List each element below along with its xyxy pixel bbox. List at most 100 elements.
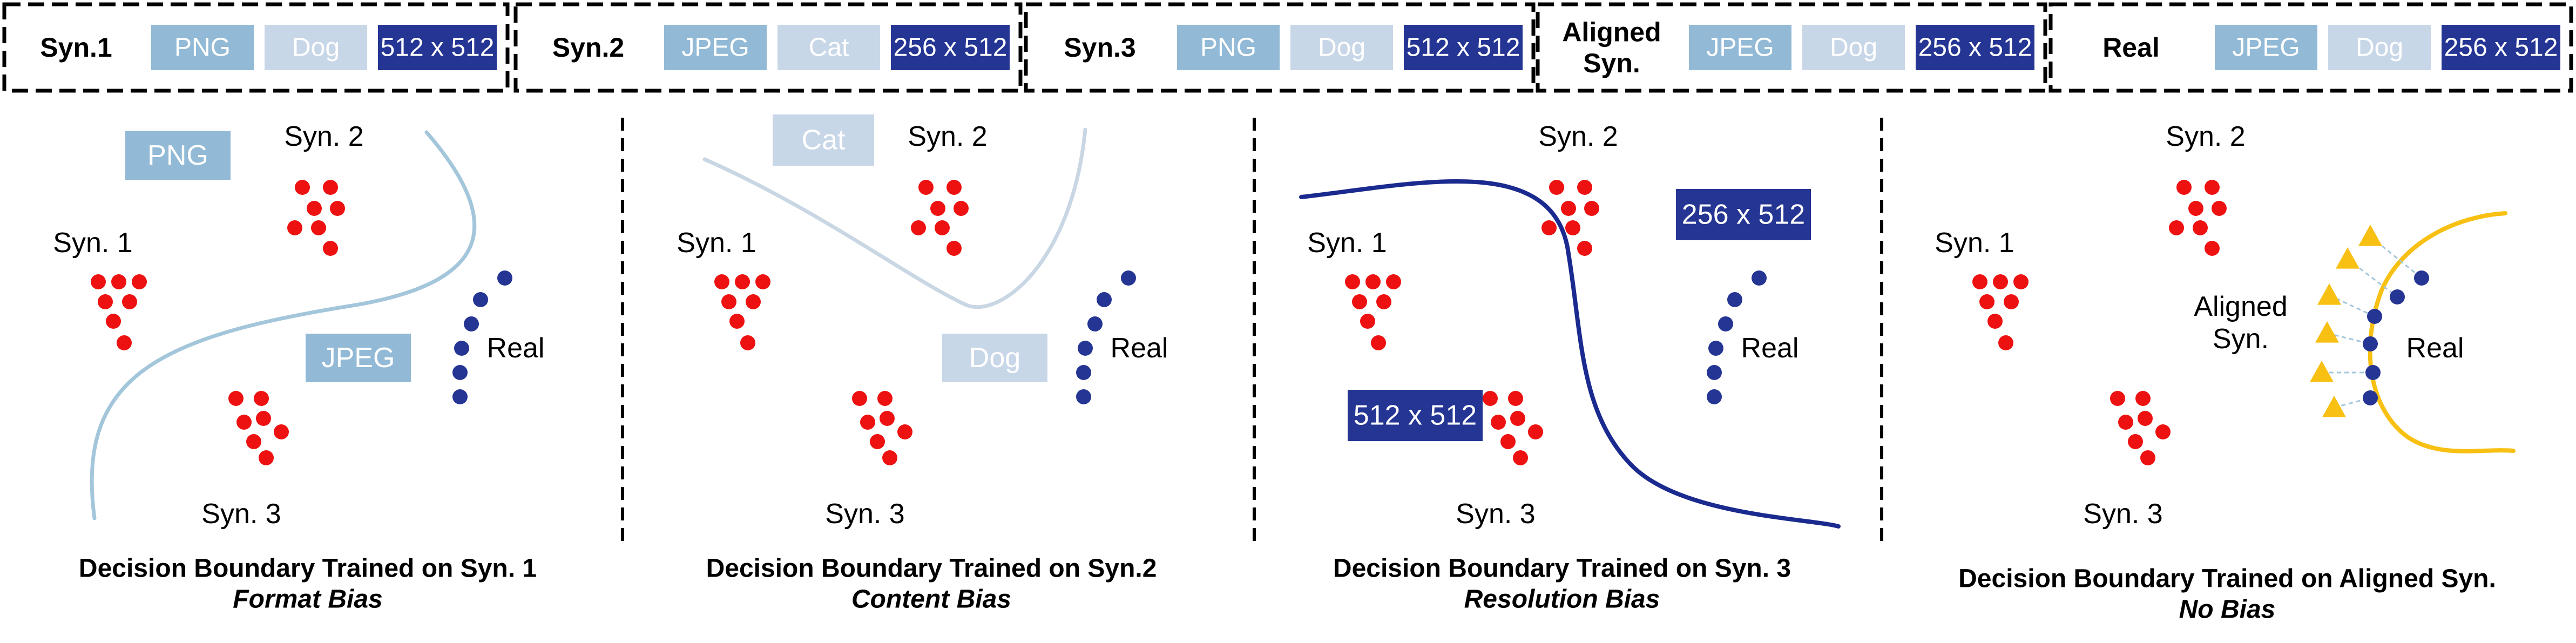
syn3-dot — [259, 450, 274, 465]
legend-resolution-tag: 256 x 512 — [2442, 25, 2560, 70]
legend-resolution-tag-text: 256 x 512 — [1918, 33, 2032, 62]
aligned-syn-triangle — [2336, 247, 2359, 269]
syn2-label: Syn. 2 — [2166, 121, 2245, 152]
real-cluster — [2363, 270, 2429, 405]
attribute-tag-text: PNG — [147, 140, 208, 171]
legend-content-tag: Dog — [2328, 25, 2431, 70]
syn2-cluster — [2169, 180, 2227, 256]
legend-format-tag-box — [151, 25, 254, 70]
syn1-dot — [721, 294, 736, 309]
syn3-dot — [2140, 450, 2155, 465]
attribute-tag-box — [306, 334, 411, 382]
legend-name: Syn.3 — [1064, 32, 1135, 63]
syn1-label: Syn. 1 — [1307, 227, 1387, 259]
real-dot — [2365, 365, 2381, 380]
legend-frame — [2048, 2, 2573, 93]
syn2-label: Syn. 2 — [1538, 121, 1618, 152]
real-dot — [1707, 365, 1722, 380]
syn2-dot — [2188, 201, 2203, 216]
syn1-dot — [98, 294, 113, 309]
syn2-dot — [330, 201, 345, 216]
syn3-dot — [254, 391, 269, 406]
syn2-dot — [1565, 220, 1580, 235]
syn3-dot — [256, 411, 271, 426]
syn3-dot — [2118, 415, 2133, 430]
syn2-dot — [323, 241, 338, 256]
legend-format-tag-box — [1177, 25, 1280, 70]
syn3-dot — [1510, 411, 1525, 426]
syn1-dot — [2013, 274, 2029, 289]
syn1-dot — [1987, 314, 2003, 329]
attribute-tag-text: JPEG — [322, 342, 395, 374]
panel-bias: Resolution Bias — [1464, 585, 1660, 614]
legend-resolution-tag-box — [378, 25, 497, 70]
syn1-dot — [122, 294, 137, 309]
syn2-dot — [2205, 241, 2220, 256]
syn3-cluster — [852, 391, 912, 465]
legend-resolution-tag-text: 256 x 512 — [2444, 33, 2558, 62]
panel-caption: Decision Boundary Trained on Aligned Syn… — [1958, 565, 2496, 593]
syn1-dot — [91, 274, 106, 289]
legend-format-tag-text: PNG — [1200, 33, 1256, 62]
syn2-dot — [2212, 201, 2227, 216]
real-dot — [1078, 341, 1093, 356]
syn1-dot — [735, 274, 750, 289]
real-dot — [1097, 292, 1112, 307]
attribute-tag: JPEG — [306, 334, 411, 382]
real-label: Real — [1111, 333, 1168, 364]
real-dot — [473, 292, 488, 307]
legend-content-tag: Dog — [265, 25, 367, 70]
real-dot — [1076, 389, 1091, 404]
panel-bias: Format Bias — [233, 585, 382, 614]
legend-format-tag-box — [1689, 25, 1791, 70]
syn1-dot — [1365, 274, 1381, 289]
syn2-dot — [323, 180, 338, 195]
syn3-label: Syn. 3 — [1456, 498, 1535, 530]
legend-content-tag-box — [265, 25, 367, 70]
syn2-dot — [2193, 220, 2208, 235]
syn1-dot — [1345, 274, 1360, 289]
legend-resolution-tag: 256 x 512 — [1916, 25, 2034, 70]
legend-resolution-tag-box — [891, 25, 1010, 70]
syn3-label: Syn. 3 — [2083, 498, 2162, 530]
syn1-dot — [755, 274, 770, 289]
legend-name: Syn.1 — [40, 32, 112, 63]
legend-format-tag-text: JPEG — [1706, 33, 1774, 62]
real-cluster — [1707, 270, 1767, 404]
legend-resolution-tag-text: 256 x 512 — [894, 33, 1008, 62]
syn3-dot — [274, 424, 289, 439]
syn3-dot — [2110, 391, 2125, 406]
syn1-cluster — [1345, 274, 1401, 350]
attribute-tag-text: 256 x 512 — [1682, 199, 1805, 231]
syn2-dot — [1577, 241, 1592, 256]
legend-resolution-tag-box — [1916, 25, 2034, 70]
real-dot — [2367, 309, 2382, 324]
syn3-dot — [2138, 411, 2153, 426]
aligned-syn-triangle — [2317, 283, 2341, 305]
legend-name: Real — [2102, 32, 2160, 63]
real-dot — [1718, 316, 1733, 331]
real-dot — [1727, 292, 1742, 307]
syn3-cluster — [228, 391, 289, 465]
real-dot — [464, 316, 479, 331]
syn2-dot — [930, 201, 945, 216]
syn3-dot — [860, 415, 875, 430]
panel-caption: Decision Boundary Trained on Syn. 1 — [79, 554, 537, 583]
legend-content-tag-text: Dog — [1830, 33, 1877, 62]
syn3-dot — [880, 411, 895, 426]
syn2-dot — [2176, 180, 2192, 195]
syn2-dot — [2169, 220, 2184, 235]
legend-resolution-tag-text: 512 x 512 — [1407, 33, 1520, 62]
syn1-cluster — [1972, 274, 2029, 350]
syn1-dot — [746, 294, 761, 309]
real-dot — [2390, 289, 2405, 304]
syn1-dot — [1371, 335, 1386, 350]
real-label: Real — [1741, 333, 1799, 364]
syn3-label: Syn. 3 — [201, 498, 281, 530]
